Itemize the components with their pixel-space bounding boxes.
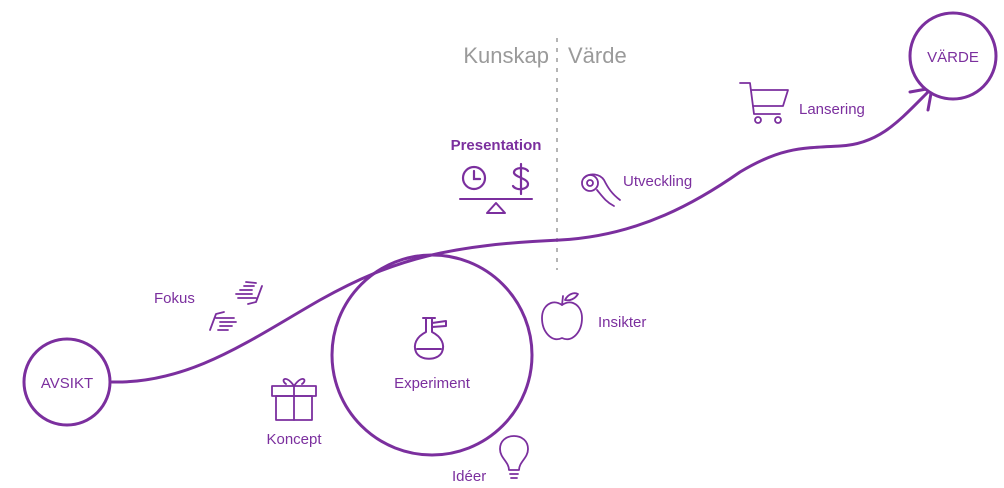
experiment-label: Experiment [394, 375, 471, 392]
header-varde: Värde [568, 43, 627, 68]
presentation-label: Presentation [451, 137, 542, 154]
step-koncept-label: Koncept [266, 431, 322, 448]
step-ideer-label: Idéer [452, 468, 486, 485]
apple-icon [541, 292, 583, 341]
hands-focus-icon [209, 281, 263, 331]
dollar-icon [511, 162, 530, 196]
lightbulb-icon [499, 435, 529, 479]
journey-curve [110, 88, 932, 384]
node-avsikt-label: AVSIKT [41, 375, 93, 392]
step-utveckling-label: Utveckling [623, 173, 692, 190]
gift-icon [271, 378, 317, 421]
clock-icon [461, 165, 487, 191]
experiment-circle [330, 253, 534, 457]
step-insikter-label: Insikter [598, 314, 646, 331]
node-avsikt: AVSIKT [22, 337, 112, 427]
node-varde-label: VÄRDE [927, 49, 979, 66]
header-kunskap: Kunskap [463, 43, 549, 68]
step-lansering-label: Lansering [799, 101, 865, 118]
node-varde: VÄRDE [908, 11, 998, 101]
balance-scale-icon [459, 198, 533, 214]
wrench-icon [581, 173, 621, 207]
shopping-cart-icon [739, 82, 789, 124]
step-fokus-label: Fokus [154, 290, 195, 307]
flask-icon [413, 317, 447, 360]
